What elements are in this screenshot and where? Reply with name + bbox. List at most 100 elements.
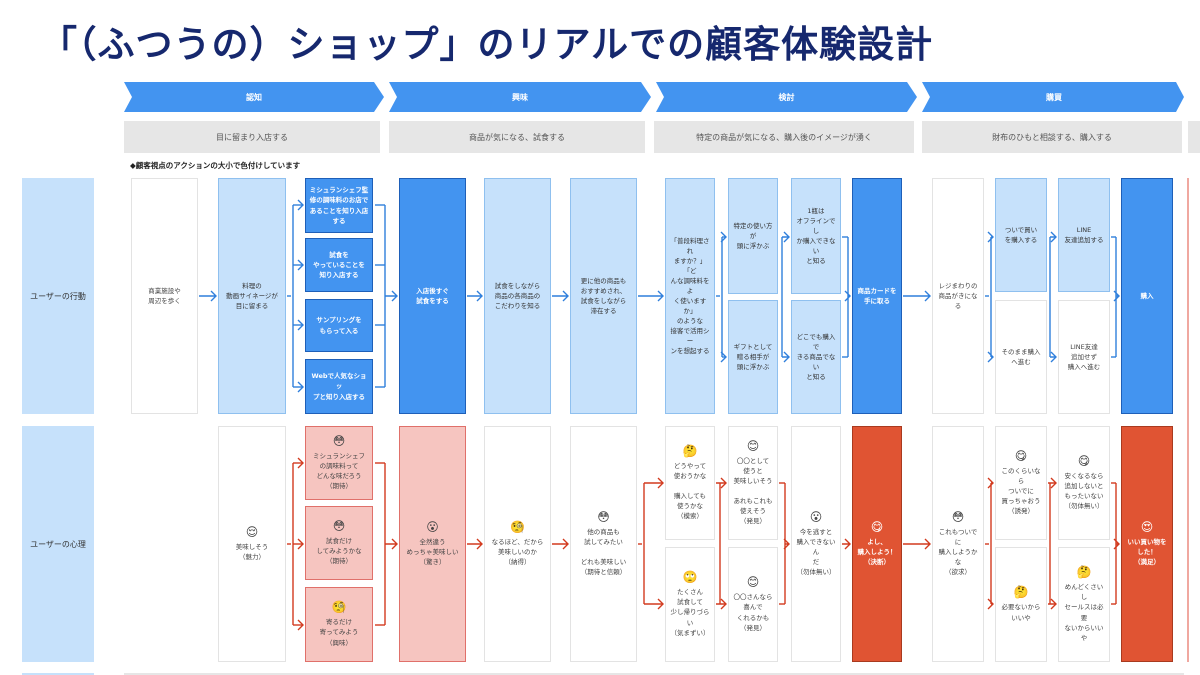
face-emoji-icon: 🧐 <box>510 519 525 534</box>
action-card-text: ついで買い を購入する <box>1004 225 1038 244</box>
next-section-edge <box>1187 178 1189 662</box>
arrow <box>1113 290 1120 302</box>
action-card-text: 1瓶は オフラインでし か購入できない と知る <box>796 206 836 266</box>
emotion-card-e4: 🧐 なるほど、だから 美味しいのか （納得） <box>484 426 551 662</box>
action-card-text: 試食を やっていることを 知り入店する <box>313 250 365 280</box>
arrow-head <box>297 457 304 469</box>
action-card-a6: 更に他の商品も おすすめされ、 試食をしながら 滞在する <box>570 178 637 414</box>
action-card-text: 購入 <box>1140 291 1154 300</box>
emotion-card-e1: 😌美味しそう （魅力） <box>218 426 286 662</box>
row-label-emotions: ユーザーの心理 <box>22 426 94 662</box>
arrow <box>552 538 569 550</box>
action-card-text: LINE 友達追加する <box>1064 225 1104 244</box>
emotion-card-e2b: 😳 試食だけ してみようかな （期待） <box>305 506 373 580</box>
action-card-a3c: サンプリングを もらって入る <box>305 299 373 352</box>
action-card-text: そのまま購入 へ進む <box>1001 347 1041 366</box>
face-emoji-icon: 🤔 <box>1013 585 1029 600</box>
emotion-card-text: 全然違う めっちゃ美味しい （驚き） <box>406 537 459 567</box>
action-card-text: どこでも購入で きる商品でない と知る <box>796 332 836 382</box>
action-card-a8a: 特定の使い方が 頭に浮かぶ <box>728 178 778 294</box>
branch-arm <box>1050 236 1056 358</box>
emotion-card-text: 試食だけ してみようかな （期待） <box>316 536 362 566</box>
face-emoji-icon: 😮 <box>809 509 823 524</box>
action-card-text: Webで人気なショッ プと知り入店する <box>311 372 367 401</box>
emotion-card-text: めんどくさいし セールスは必要 ないからいいや <box>1064 583 1104 642</box>
arrow-head <box>1050 351 1057 363</box>
phase-description-purchase: 財布のひもと相談する、購入する <box>922 121 1182 153</box>
emotion-card-text: ミシュランシェフ の調味料って どんな味だろう （期待） <box>313 451 365 491</box>
face-emoji-icon: 😳 <box>332 433 346 448</box>
emotion-card-text: このくらいなら ついでに 買っちゃおう （誘発） <box>1001 466 1041 516</box>
arrow-head <box>987 351 994 363</box>
emotion-card-text: 他の商品も 試してみたい どれも美味しい （期待と信頼） <box>580 527 627 577</box>
face-emoji-icon: 😳 <box>332 518 346 533</box>
arrow <box>467 290 483 302</box>
action-card-a1: 商業施設や 周辺を歩く <box>131 178 198 414</box>
arrow-head <box>1050 231 1057 243</box>
arrow-head <box>783 351 790 363</box>
legend-note: ◆顧客視点のアクションの大小で色付けしています <box>130 161 301 170</box>
emotion-card-e8: 😮 今を逃すと 購入できないん だ （勿体無い） <box>791 426 841 662</box>
face-emoji-icon: 😮 <box>426 519 439 534</box>
emotion-card-e6b: 🙄たくさん 試食して 少し帰りづらい （気まずい） <box>665 547 715 662</box>
action-card-a13b: LINE友達 追加せず 購入へ進む <box>1058 300 1110 414</box>
phase-description-next <box>1188 121 1200 153</box>
arrow <box>552 290 569 302</box>
arrow-head <box>987 231 994 243</box>
emotion-card-text: 必要ないから いいや <box>1001 603 1041 622</box>
action-card-a5: 試食をしながら 商品の各商品の こだわりを知る <box>484 178 551 414</box>
action-card-a3b: 試食を やっていることを 知り入店する <box>305 238 373 292</box>
arrow-head <box>720 351 727 363</box>
face-emoji-icon: 🙄 <box>682 570 698 585</box>
arrow-head <box>987 598 994 610</box>
emotion-card-e2a: 😳 ミシュランシェフ の調味料って どんな味だろう （期待） <box>305 426 373 500</box>
emotion-card-e7b: 😊〇〇さんなら 喜んで くれるかも （発見） <box>728 547 778 662</box>
phase-label-consideration: 検討 <box>778 92 795 102</box>
emotion-card-e10: 😳これもついでに 購入しようかな （欲求） <box>932 426 984 662</box>
emotion-card-e12b: 🤔めんどくさいし セールスは必要 ないからいいや <box>1058 547 1110 662</box>
face-emoji-icon: 😋 <box>1077 453 1091 468</box>
face-emoji-icon: 🧐 <box>331 600 347 615</box>
branch-arm <box>1048 482 1056 605</box>
arrow-head <box>297 259 304 271</box>
emotion-card-e11a: 😋このくらいなら ついでに 買っちゃおう （誘発） <box>995 426 1047 540</box>
arrow-head <box>1050 598 1057 610</box>
emotion-card-text: なるほど、だから 美味しいのか （納得） <box>491 537 544 567</box>
emotion-card-e6a: 🤔 どうやって 使おうかな 購入しても 使うかな （模索） <box>665 426 715 540</box>
action-card-text: レジまわりの 商品がきになる <box>938 281 978 311</box>
arrow-head <box>297 199 304 211</box>
arrow <box>199 290 217 302</box>
emotion-card-text: 寄るだけ 寄ってみよう （興味） <box>319 618 359 647</box>
face-emoji-icon: 🤔 <box>682 443 698 458</box>
face-emoji-icon: 😊 <box>746 438 760 453</box>
arrow-head <box>720 231 727 243</box>
emotion-card-text: どうやって 使おうかな 購入しても 使うかな （模索） <box>673 461 707 521</box>
action-card-text: サンプリングを もらって入る <box>316 316 362 335</box>
arrow-head <box>987 477 994 489</box>
emotion-card-text: 今を逃すと 購入できないん だ （勿体無い） <box>796 527 836 577</box>
emotion-card-e7a: 😊 〇〇として 使うと 美味しいそう あれもこれも 使えそう （発見） <box>728 426 778 540</box>
arrow-head <box>297 538 304 550</box>
arrow-head <box>657 477 664 489</box>
next-row-band <box>124 673 1184 675</box>
emotion-card-text: よし、 購入しよう！ （決断） <box>857 537 897 567</box>
arrow <box>844 290 851 302</box>
emotion-card-text: 〇〇として 使うと 美味しいそう あれもこれも 使えそう （発見） <box>733 456 773 526</box>
action-card-a13a: LINE 友達追加する <box>1058 178 1110 292</box>
arrow-head <box>720 598 727 610</box>
emotion-card-text: これもついでに 購入しようかな （欲求） <box>938 527 978 577</box>
action-card-text: 特定の使い方が 頭に浮かぶ <box>733 221 773 251</box>
action-card-a7: 「普段料理され ますか？」「ど んな調味料をよ く使いますか」 のような 接客で… <box>665 178 715 414</box>
emotion-card-e9: 😋よし、 購入しよう！ （決断） <box>852 426 902 662</box>
emotion-card-text: いい買い物を した！ （満足） <box>1127 537 1167 567</box>
emotion-card-text: 〇〇さんなら 喜んで くれるかも （発見） <box>733 593 773 632</box>
arrow-head <box>297 319 304 331</box>
emotion-card-e2c: 🧐 寄るだけ 寄ってみよう （興味） <box>305 587 373 662</box>
arrow-head <box>297 619 304 631</box>
arrow-head <box>720 477 727 489</box>
action-card-text: ギフトとして 贈る相手が 頭に浮かぶ <box>733 342 773 372</box>
action-card-a9b: どこでも購入で きる商品でない と知る <box>791 300 841 414</box>
action-card-a12b: そのまま購入 へ進む <box>995 300 1047 414</box>
action-card-a8b: ギフトとして 贈る相手が 頭に浮かぶ <box>728 300 778 414</box>
action-card-text: 商品カードを 手に取る <box>857 286 897 305</box>
